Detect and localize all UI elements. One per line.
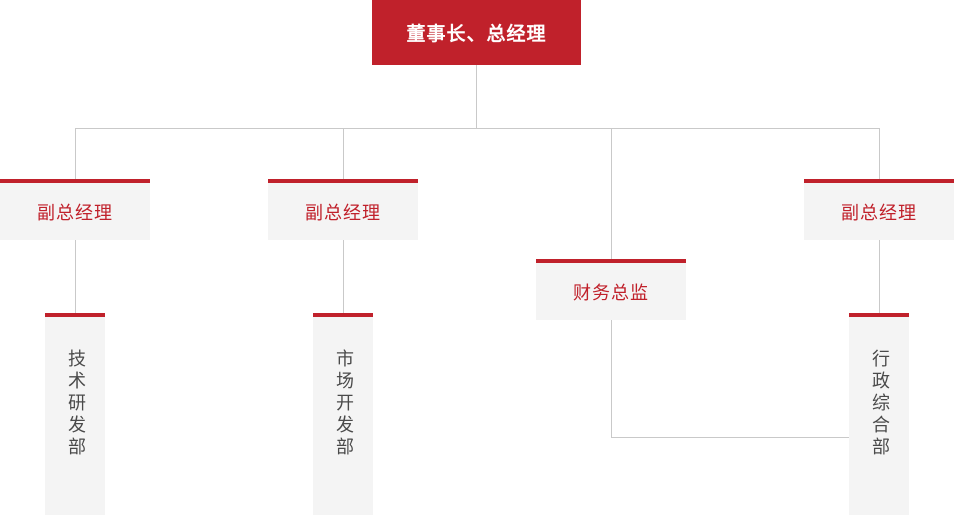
node-deputy-general-manager-2[interactable]: 副总经理 [268,179,418,240]
node-finance-director-label: 财务总监 [573,282,649,303]
node-deputy-general-manager-2-label: 副总经理 [305,202,381,223]
node-dept-rd[interactable]: 技术研发部 [45,313,105,515]
connector-node-4-to-dept-3 [879,240,880,317]
node-deputy-general-manager-1-label: 副总经理 [37,202,113,223]
connector-finance-to-admin [611,437,849,438]
node-chairman-general-manager[interactable]: 董事长、总经理 [372,0,581,65]
connector-finance-down [611,320,612,438]
node-chairman-general-manager-label: 董事长、总经理 [406,24,547,45]
connector-node-1-to-dept-1 [75,240,76,317]
connector-bus-level2 [75,128,880,129]
node-deputy-general-manager-3[interactable]: 副总经理 [804,179,954,240]
connector-bus-to-node-4 [879,128,880,179]
node-dept-market[interactable]: 市场开发部 [313,313,373,515]
node-dept-market-label: 市场开发部 [333,349,354,459]
connector-node-2-to-dept-2 [343,240,344,317]
connector-bus-to-node-3 [611,128,612,259]
connector-bus-to-node-1 [75,128,76,179]
connector-root-down [476,65,477,129]
node-deputy-general-manager-3-label: 副总经理 [841,202,917,223]
node-dept-admin-label: 行政综合部 [869,349,890,459]
node-deputy-general-manager-1[interactable]: 副总经理 [0,179,150,240]
connector-bus-to-node-2 [343,128,344,179]
node-dept-admin[interactable]: 行政综合部 [849,313,909,515]
node-finance-director[interactable]: 财务总监 [536,259,686,320]
node-dept-rd-label: 技术研发部 [65,349,86,459]
